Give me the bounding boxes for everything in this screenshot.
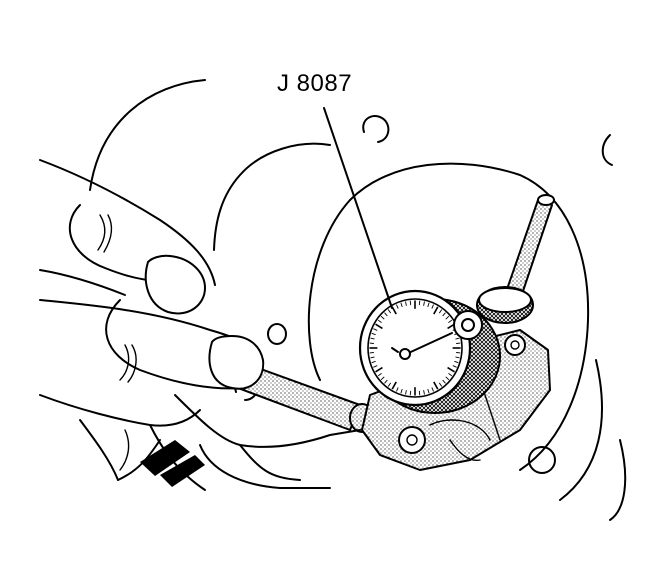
dial-tick [370, 356, 375, 359]
dial-tick [433, 381, 439, 390]
hand-top-outline [39, 159, 216, 286]
dial-tick [384, 379, 388, 384]
dial-tick [371, 332, 376, 336]
bore-edge-bottom-right [609, 439, 627, 521]
dial-tick [445, 315, 450, 320]
dial-tick [371, 360, 376, 364]
dial-tick [400, 388, 403, 394]
dial-tick [448, 319, 453, 324]
mount-clamp-knob [398, 426, 426, 454]
knurled-cap [476, 286, 534, 324]
dial-tick [380, 376, 385, 381]
dial-tick [423, 390, 425, 395]
dial-tick [455, 356, 460, 359]
dial-tick [452, 365, 457, 368]
bore-outline-left [89, 79, 206, 191]
dial-needle-hub [399, 348, 411, 360]
dial-tick [405, 301, 407, 306]
index-fingernail [144, 254, 206, 315]
dial-tick [427, 388, 430, 394]
thumb-fingernail [208, 335, 265, 390]
technician-hand [39, 159, 361, 491]
bore-outline-middle [213, 142, 331, 251]
dial-tick [370, 337, 375, 340]
tool-callout-label: J 8087 [277, 70, 353, 97]
dial-tick [445, 376, 450, 381]
callout-leader-line [323, 107, 393, 309]
dial-tick [375, 323, 383, 330]
dial-tick [438, 382, 443, 387]
bolt-hole-bottom-right [528, 446, 556, 474]
bore-outline-right [307, 162, 590, 471]
dial-tick [442, 379, 446, 384]
bore-edge-top-right [601, 134, 613, 166]
bolt-hole-center-left [267, 323, 287, 345]
dial-tick [454, 360, 459, 364]
dial-tick [455, 337, 460, 340]
dial-tick [396, 387, 399, 392]
dial-tick [405, 390, 407, 395]
indicator-stem [504, 194, 555, 301]
dial-tick [438, 309, 443, 314]
dial-tick [373, 328, 378, 331]
dial-tick [387, 309, 392, 314]
bore-outline-far-right [559, 359, 603, 501]
dial-tick [396, 304, 399, 309]
dial-tick [400, 302, 403, 308]
dial-tick-marks [369, 300, 461, 396]
dial-tick [423, 301, 425, 306]
dial-tick [380, 315, 385, 320]
dial-tick [391, 381, 397, 390]
dial-tick [433, 306, 439, 315]
dial-indicator [358, 289, 501, 414]
dial-tick [377, 319, 382, 324]
cylinder-bore-outlines [89, 79, 627, 521]
dial-tick [373, 365, 378, 368]
dial-tick [431, 304, 434, 309]
lower-finger [39, 394, 201, 427]
dial-face [367, 298, 463, 398]
dial-tick [375, 366, 383, 373]
dial-tick [387, 382, 392, 387]
dial-tick [377, 372, 382, 377]
dial-tick [447, 366, 455, 373]
dial-tick [442, 312, 446, 317]
dial-tick [431, 387, 434, 392]
dial-tick [427, 302, 430, 308]
dial-tick [384, 312, 388, 317]
bolt-hole-top [362, 114, 390, 143]
dial-tick [448, 372, 453, 377]
